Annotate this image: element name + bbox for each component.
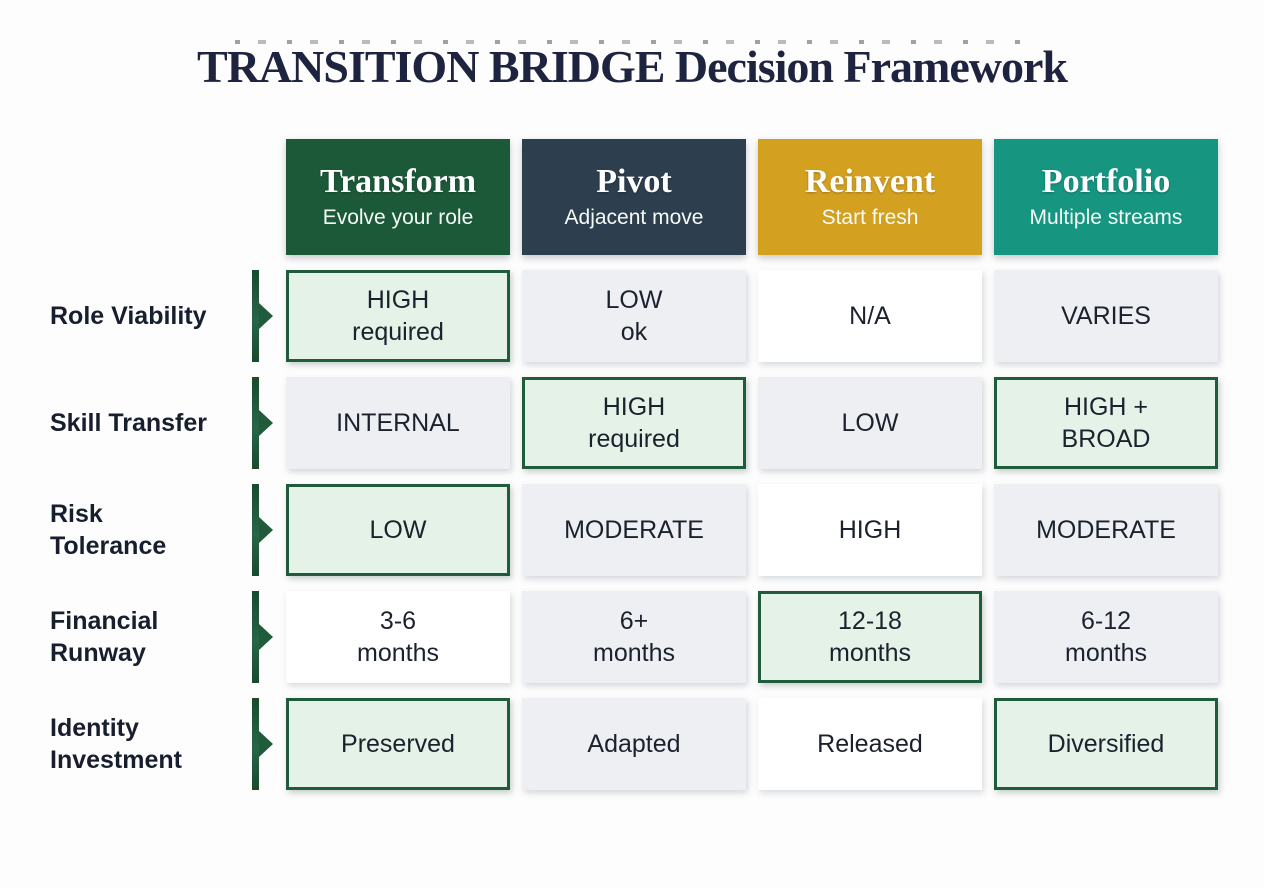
cell-skill-transfer-portfolio: HIGH + BROAD: [994, 377, 1218, 469]
row-pointer-icon: [248, 698, 274, 790]
column-subtitle: Multiple streams: [1029, 206, 1183, 230]
cell-financial-runway-pivot: 6+ months: [522, 591, 746, 683]
column-title: Reinvent: [804, 163, 936, 201]
column-subtitle: Start fresh: [821, 206, 919, 230]
column-header-reinvent: Reinvent Start fresh: [758, 139, 982, 255]
header-spacer-label-col: [50, 139, 236, 255]
cell-identity-investment-portfolio: Diversified: [994, 698, 1218, 790]
column-subtitle: Adjacent move: [564, 206, 704, 230]
pointer-arrow-tip: [259, 624, 273, 650]
cell-risk-tolerance-pivot: MODERATE: [522, 484, 746, 576]
pointer-arrow-tip: [259, 731, 273, 757]
cell-identity-investment-pivot: Adapted: [522, 698, 746, 790]
pointer-bar: [252, 591, 259, 683]
cell-identity-investment-reinvent: Released: [758, 698, 982, 790]
cell-role-viability-portfolio: VARIES: [994, 270, 1218, 362]
row-label-financial-runway: Financial Runway: [50, 607, 159, 667]
row-pointer-icon: [248, 377, 274, 469]
column-header-portfolio: Portfolio Multiple streams: [994, 139, 1218, 255]
row-label-identity-investment: Identity Investment: [50, 714, 182, 774]
row-label-role-viability: Role Viability: [50, 302, 207, 330]
cell-risk-tolerance-portfolio: MODERATE: [994, 484, 1218, 576]
cell-role-viability-pivot: LOW ok: [522, 270, 746, 362]
cell-financial-runway-transform: 3-6 months: [286, 591, 510, 683]
row-pointer-icon: [248, 484, 274, 576]
pointer-bar: [252, 377, 259, 469]
cell-identity-investment-transform: Preserved: [286, 698, 510, 790]
cell-skill-transfer-transform: INTERNAL: [286, 377, 510, 469]
pointer-arrow-tip: [259, 303, 273, 329]
cell-role-viability-transform: HIGH required: [286, 270, 510, 362]
cell-risk-tolerance-reinvent: HIGH: [758, 484, 982, 576]
cell-financial-runway-portfolio: 6-12 months: [994, 591, 1218, 683]
pointer-bar: [252, 698, 259, 790]
decision-matrix: Transform Evolve your role Pivot Adjacen…: [50, 139, 1264, 790]
column-title: Pivot: [596, 163, 672, 201]
cell-skill-transfer-pivot: HIGH required: [522, 377, 746, 469]
pointer-arrow-tip: [259, 410, 273, 436]
column-header-transform: Transform Evolve your role: [286, 139, 510, 255]
column-title: Portfolio: [1041, 163, 1171, 201]
cell-financial-runway-reinvent: 12-18 months: [758, 591, 982, 683]
page-title: TRANSITION BRIDGE Decision Framework: [197, 41, 1068, 92]
row-pointer-icon: [248, 270, 274, 362]
cell-risk-tolerance-transform: LOW: [286, 484, 510, 576]
row-label-skill-transfer: Skill Transfer: [50, 409, 208, 437]
pointer-bar: [252, 484, 259, 576]
row-pointer-icon: [248, 591, 274, 683]
row-label-risk-tolerance: Risk Tolerance: [50, 500, 167, 560]
column-title: Transform: [319, 163, 477, 201]
pointer-arrow-tip: [259, 517, 273, 543]
column-header-pivot: Pivot Adjacent move: [522, 139, 746, 255]
cell-role-viability-reinvent: N/A: [758, 270, 982, 362]
crop-artifact-strip: [235, 40, 1035, 44]
column-subtitle: Evolve your role: [322, 206, 474, 230]
pointer-bar: [252, 270, 259, 362]
header-spacer-pointer-col: [248, 139, 274, 255]
cell-skill-transfer-reinvent: LOW: [758, 377, 982, 469]
